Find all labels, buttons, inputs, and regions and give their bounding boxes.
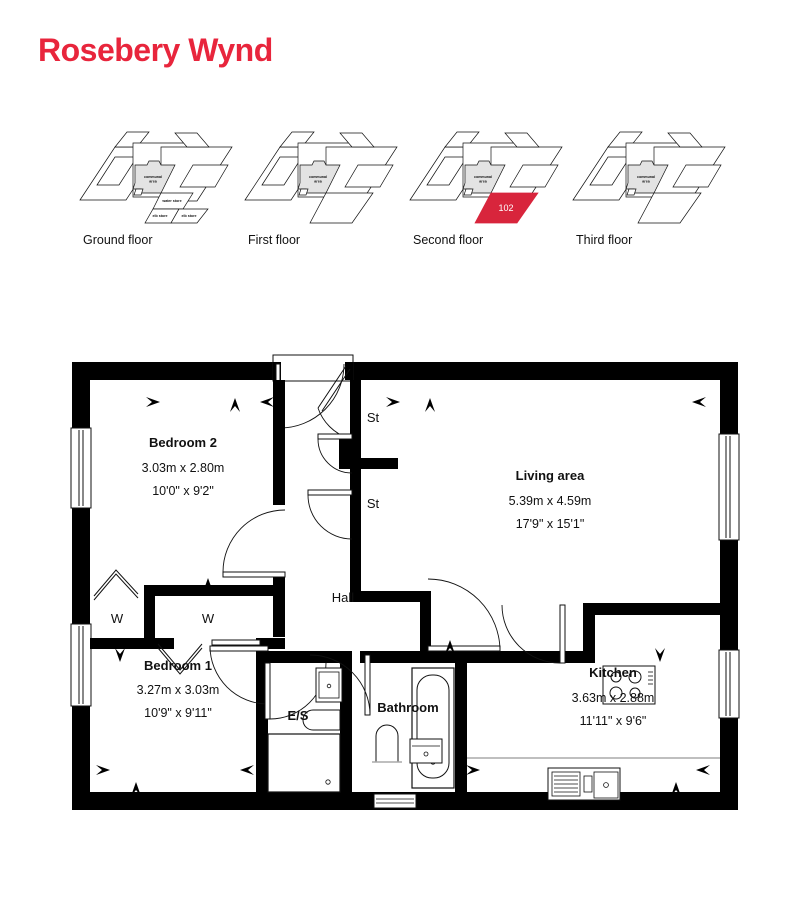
floor-thumb-second[interactable]: communal area 102 Second floor [405, 125, 590, 265]
second-floor-diagram: communal area 102 [405, 125, 590, 238]
interior-doors[interactable] [209, 433, 566, 720]
room-label-bathroom: Bathroom [377, 700, 438, 715]
floor-label-ground: Ground floor [83, 233, 153, 247]
floor-thumb-third[interactable]: communal area Third floor [568, 125, 753, 265]
room-dim-bedroom2-metric: 3.03m x 2.80m [142, 461, 225, 475]
room-label-storage-2: St [367, 496, 380, 511]
room-dim-kitchen-imperial: 11'11" x 9'6" [580, 714, 647, 728]
room-dim-kitchen-metric: 3.63m x 2.88m [572, 691, 655, 705]
page-title: Rosebery Wynd [38, 32, 273, 68]
room-label-wardrobe-2: W [202, 611, 215, 626]
thumb-label-communal: communal [637, 175, 655, 179]
thumb-label-communal2: area [314, 180, 322, 184]
bathroom-wc [372, 724, 417, 809]
ground-floor-diagram: communal area water store elb store elb … [75, 125, 260, 238]
room-label-bedroom1: Bedroom 1 [144, 658, 212, 673]
thumb-label-communal2: area [642, 180, 650, 184]
thumb-label-waterstore: water store [161, 199, 181, 203]
ensuite-shower [267, 733, 341, 793]
floor-selector: communal area water store elb store elb … [0, 125, 800, 265]
floor-thumb-ground[interactable]: communal area water store elb store elb … [75, 125, 260, 265]
thumb-label-communal: communal [309, 175, 327, 179]
room-label-living: Living area [516, 468, 585, 483]
unit-highlight-102[interactable] [474, 192, 539, 224]
floor-thumb-first[interactable]: communal area First floor [240, 125, 425, 265]
thumb-label-communal: communal [144, 175, 162, 179]
room-dim-bedroom1-imperial: 10'9" x 9'11" [144, 706, 212, 720]
unit-number-102: 102 [498, 203, 513, 213]
ensuite-wc [302, 709, 341, 731]
room-dim-bedroom2-imperial: 10'0" x 9'2" [152, 484, 214, 498]
floor-label-first: First floor [248, 233, 301, 247]
windows [70, 427, 740, 719]
thumb-label-communal2: area [149, 180, 157, 184]
wardrobe-bifold-doors[interactable] [93, 569, 203, 675]
interior-walls [90, 380, 728, 792]
thumb-label-elbstore2: elb store [182, 214, 197, 218]
third-floor-diagram: communal area [568, 125, 753, 238]
bathroom-bath [411, 667, 455, 789]
thumb-label-communal2: area [479, 180, 487, 184]
room-label-bedroom2: Bedroom 2 [149, 435, 217, 450]
room-label-storage-1: St [367, 410, 380, 425]
kitchen-hob [602, 665, 656, 705]
bathroom-basin [409, 738, 443, 764]
floor-plan: Bedroom 2 3.03m x 2.80m 10'0" x 9'2" Bed… [60, 350, 750, 820]
view-arrows [96, 397, 710, 796]
room-label-hall: Hall [332, 590, 355, 605]
floor-label-third: Third floor [576, 233, 633, 247]
first-floor-diagram: communal area [240, 125, 425, 238]
ensuite-basin [315, 667, 343, 703]
room-label-wardrobe-1: W [111, 611, 124, 626]
thumb-label-elbstore1: elb store [153, 214, 168, 218]
room-label-ensuite: E/S [288, 708, 309, 723]
room-dim-living-metric: 5.39m x 4.59m [509, 494, 592, 508]
kitchen-sink [547, 767, 621, 801]
thumb-label-communal: communal [474, 175, 492, 179]
room-label-kitchen: Kitchen [589, 665, 637, 680]
room-dim-living-imperial: 17'9" x 15'1" [516, 517, 585, 531]
room-dim-bedroom1-metric: 3.27m x 3.03m [137, 683, 220, 697]
floor-label-second: Second floor [413, 233, 484, 247]
